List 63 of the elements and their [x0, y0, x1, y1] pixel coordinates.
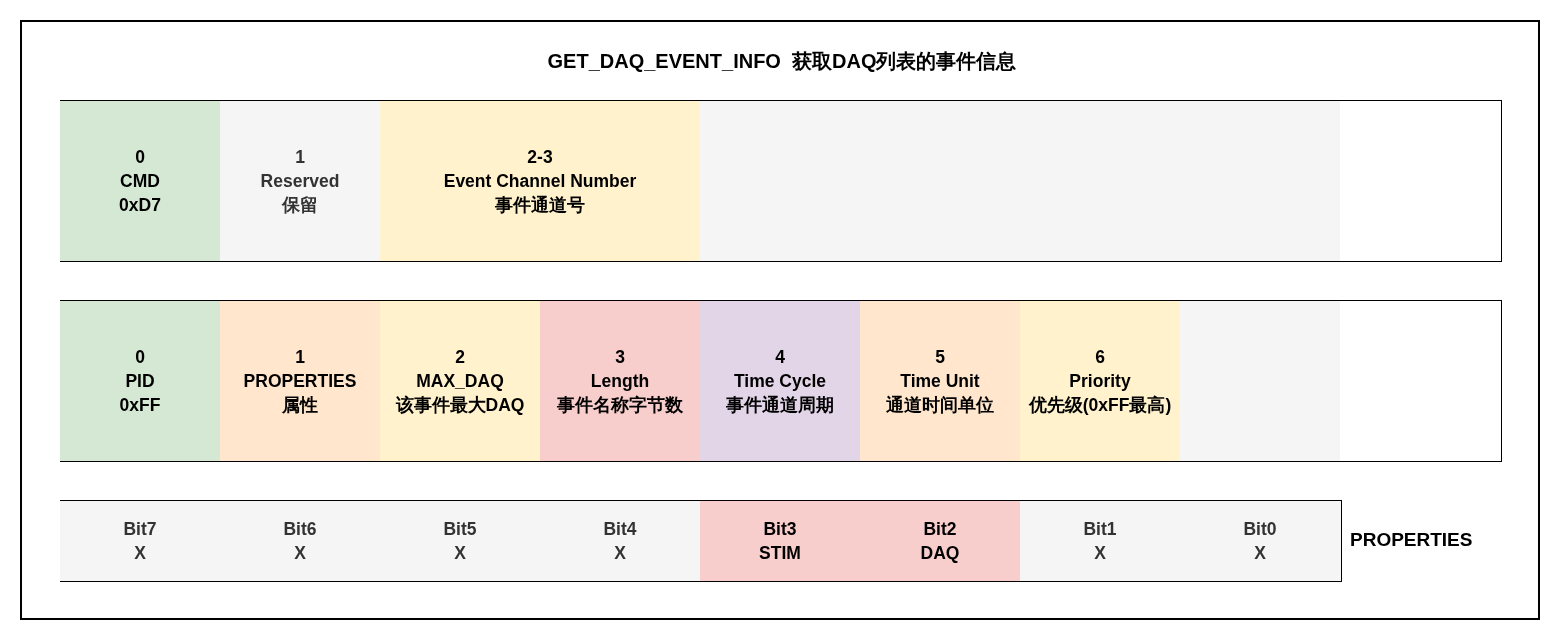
cell-text: Bit2 [923, 518, 957, 541]
bit-cell [700, 501, 860, 581]
byte-cell [1020, 301, 1180, 461]
cell-text: Priority [1069, 370, 1131, 393]
cell-text: 优先级(0xFF最高) [1028, 394, 1172, 417]
byte-row-box [60, 100, 1502, 262]
cell-text: PROPERTIES [243, 370, 357, 393]
cell-text: 0xFF [119, 394, 161, 417]
cell-text: Bit5 [443, 518, 477, 541]
cell-text: Length [590, 370, 650, 393]
cell-text: 1 [295, 146, 305, 169]
cell-text: X [134, 542, 146, 565]
cell-text: 2 [455, 346, 465, 369]
cell-text: X [614, 542, 626, 565]
bit-cell [860, 501, 1020, 581]
cell-text: STIM [759, 542, 801, 565]
cell-text: 1 [295, 346, 305, 369]
cell-text: Bit6 [283, 518, 317, 541]
byte-cell [220, 301, 380, 461]
cell-text: Bit7 [123, 518, 157, 541]
cell-text: Reserved [260, 170, 340, 193]
cell-text: 保留 [282, 194, 318, 217]
byte-cell [380, 101, 700, 261]
cell-text: X [454, 542, 466, 565]
cell-text: 0 [135, 346, 145, 369]
cell-text: 0xD7 [119, 194, 161, 217]
byte-cell [540, 301, 700, 461]
byte-cell [700, 301, 860, 461]
cell-text: Time Unit [900, 370, 980, 393]
byte-cell [380, 301, 540, 461]
byte-cell [60, 301, 220, 461]
byte-cell [60, 101, 220, 261]
cell-text: Bit1 [1083, 518, 1117, 541]
cell-text: 6 [1095, 346, 1105, 369]
cell-text: 0 [135, 146, 145, 169]
cell-text: Event Channel Number [443, 170, 637, 193]
byte-cell [860, 301, 1020, 461]
cell-text: PID [125, 370, 155, 393]
cell-text: 4 [775, 346, 785, 369]
cell-text: Bit0 [1243, 518, 1277, 541]
cell-text: Bit3 [763, 518, 797, 541]
cell-text: 2-3 [527, 146, 553, 169]
cell-text: X [294, 542, 306, 565]
cell-text: CMD [120, 170, 160, 193]
diagram-title: GET_DAQ_EVENT_INFO 获取DAQ列表的事件信息 [546, 49, 1018, 74]
cell-text: X [1094, 542, 1106, 565]
cell-text: X [1254, 542, 1266, 565]
cell-text: 事件通道周期 [726, 394, 834, 417]
cell-text: MAX_DAQ [416, 370, 504, 393]
byte-cell [220, 101, 380, 261]
cell-text: 5 [935, 346, 945, 369]
cell-text: 3 [615, 346, 625, 369]
cell-text: 属性 [282, 394, 318, 417]
cell-text: 事件名称字节数 [557, 394, 683, 417]
cell-text: 通道时间单位 [886, 394, 994, 417]
cell-text: 事件通道号 [495, 194, 585, 217]
bit-row-box [60, 500, 1342, 582]
cell-text: Bit4 [603, 518, 637, 541]
cell-text: DAQ [920, 542, 960, 565]
cell-text: 该事件最大DAQ [395, 394, 525, 417]
cell-text: Time Cycle [733, 370, 827, 393]
byte-row-box [60, 300, 1502, 462]
row-caption: PROPERTIES [1350, 529, 1473, 551]
